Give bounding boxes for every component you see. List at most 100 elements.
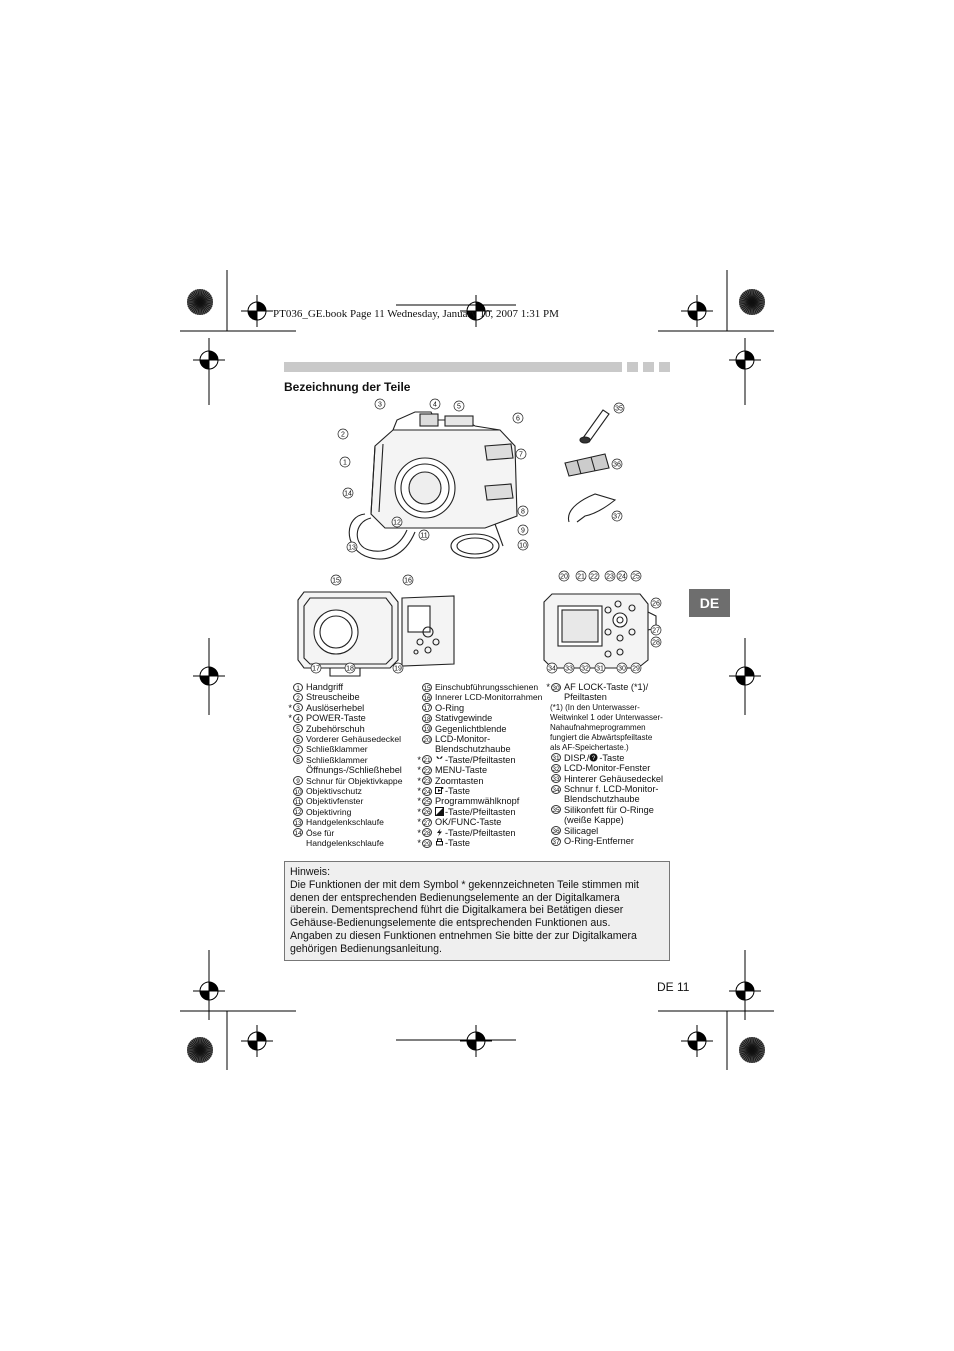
crosshair-target	[193, 660, 225, 692]
part-number: 11	[293, 796, 303, 806]
title-bar	[284, 362, 622, 372]
note-line: Gehäuse-Bedienungselemente die entsprech…	[290, 917, 611, 930]
footnote-line: Nahaufnahmeprogrammen	[550, 722, 646, 732]
callout-number: 24	[618, 573, 626, 580]
callout-12: 12	[391, 516, 403, 528]
part-number: 32	[551, 763, 561, 773]
note-line: Angaben zu diesen Funktionen entnehmen S…	[290, 929, 637, 942]
callout-number: 23	[606, 573, 614, 580]
asterisk: *	[546, 682, 550, 692]
part-number: 14	[293, 828, 303, 838]
part-number: 2	[293, 692, 303, 702]
footnote-line: als AF-Speichertaste.)	[550, 742, 629, 752]
callout-34: 34	[546, 662, 558, 674]
footnote-line: (*1) (In den Unterwasser-	[550, 702, 640, 712]
part-label-suffix: -Taste	[599, 752, 625, 763]
asterisk: *	[417, 827, 421, 838]
part-label: Zubehörschuh	[306, 723, 365, 734]
part-label: -Taste/Pfeiltasten	[445, 754, 516, 765]
section-title: Bezeichnung der Teile	[284, 380, 411, 394]
part-number: 27	[422, 817, 432, 827]
callout-26: 26	[650, 597, 662, 609]
callout-number: 27	[652, 627, 660, 634]
part-number: 6	[293, 734, 303, 744]
starburst-mark	[187, 1037, 213, 1063]
callout-number: 20	[560, 573, 568, 580]
asterisk: *	[417, 817, 421, 828]
page-number: DE 11	[657, 980, 690, 994]
part-label: O-Ring-Entferner	[564, 836, 634, 847]
crosshair-target	[241, 1025, 273, 1057]
callout-25: 25	[630, 570, 642, 582]
callout-5: 5	[453, 400, 465, 412]
part-label-cont: Blendschutzhaube	[564, 794, 640, 805]
footnote-line: fungiert die Abwärtspfeiltaste	[550, 732, 653, 742]
part-number: 9	[293, 776, 303, 786]
callout-24: 24	[616, 570, 628, 582]
callout-number: 7	[519, 451, 523, 458]
part-label: Innerer LCD-Monitorrahmen	[435, 692, 543, 703]
part-number: 34	[551, 784, 561, 794]
part-label: Streuscheibe	[306, 692, 360, 703]
exposure-icon	[435, 806, 444, 816]
part-label: -Taste	[445, 838, 471, 849]
callout-number: 5	[457, 403, 461, 410]
part-number: 36	[551, 826, 561, 836]
asterisk	[541, 836, 550, 846]
callout-number: 10	[519, 542, 527, 549]
callout-19: 19	[392, 662, 404, 674]
callout-number: 3	[378, 401, 382, 408]
part-number: 17	[422, 703, 432, 713]
part-label-cont: Handgelenkschlaufe	[306, 838, 384, 849]
asterisk	[541, 753, 550, 763]
callout-number: 6	[516, 415, 520, 422]
part-label: -Taste/Pfeiltasten	[445, 806, 516, 817]
help-icon: ?	[589, 753, 598, 762]
part-number: 1	[293, 682, 303, 692]
part-item: *21-Taste/Pfeiltasten	[412, 755, 550, 765]
callout-32: 32	[579, 662, 591, 674]
part-label: MENU-Taste	[435, 765, 488, 776]
asterisk	[541, 826, 550, 836]
part-number: 3	[293, 703, 303, 713]
part-label: Vorderer Gehäusedeckel	[306, 734, 402, 745]
part-label: O-Ring	[435, 702, 465, 713]
note-title: Hinweis:	[290, 866, 331, 878]
part-label: Silicagel	[564, 825, 599, 836]
svg-text:?: ?	[592, 756, 596, 762]
callout-4: 4	[429, 398, 441, 410]
part-label: Schnur für Objektivkappe	[306, 775, 403, 786]
footnote-line: Weitwinkel 1 oder Unterwasser-	[550, 712, 663, 722]
callout-20: 20	[558, 570, 570, 582]
asterisk	[283, 734, 292, 744]
crosshair-target	[729, 660, 761, 692]
callout-29: 29	[630, 662, 642, 674]
callout-31: 31	[594, 662, 606, 674]
callout-number: 37	[613, 513, 621, 520]
part-number: 29	[422, 838, 432, 848]
part-number: 7	[293, 744, 303, 754]
callout-35: 35	[613, 402, 625, 414]
part-label-cont: (weiße Kappe)	[564, 815, 624, 826]
asterisk	[283, 817, 292, 827]
callout-number: 13	[348, 544, 356, 551]
